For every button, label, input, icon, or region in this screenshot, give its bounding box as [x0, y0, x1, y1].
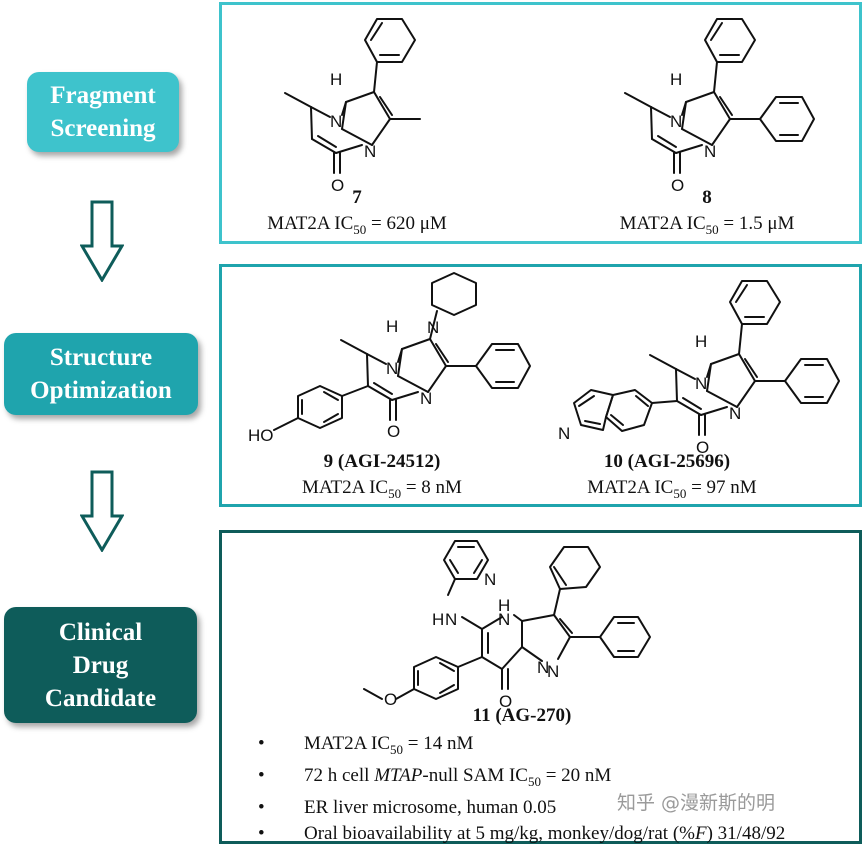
- flow-arrow-down-icon: [80, 200, 124, 282]
- structure-compound-11: N H N H N N N O O: [363, 540, 651, 711]
- compound-activity: MAT2A IC50 = 97 nM: [587, 477, 757, 501]
- stage-label-line: Optimization: [30, 377, 172, 404]
- list-item: ER liver microsome, human 0.05: [258, 795, 785, 821]
- atom-label: N: [670, 112, 682, 131]
- compound-activity: MAT2A IC50 = 1.5 μM: [619, 213, 795, 237]
- panel-clinical-candidate: N H N H N N N O O 11 (AG-270) MAT2A IC50…: [219, 530, 862, 847]
- atom-label: O: [499, 692, 512, 711]
- stage-label-line: Screening: [50, 115, 156, 142]
- structure-compound-7: H N N O: [284, 18, 421, 195]
- atom-label: H: [330, 70, 342, 89]
- atom-label: HO: [248, 426, 274, 445]
- atom-label: O: [696, 438, 709, 457]
- panel-structure-optimization: N H N N O HO 9 (AGI-24512) MAT2A IC50 = …: [219, 264, 862, 507]
- atom-label: N: [386, 359, 398, 378]
- atom-label: N: [330, 112, 342, 131]
- stage-label-line: Candidate: [44, 684, 157, 712]
- atom-label: N: [729, 404, 741, 423]
- structure-compound-8: H N N O: [624, 18, 815, 195]
- atom-label: N: [537, 658, 549, 677]
- stage-label-line: Structure: [49, 344, 153, 371]
- stage-label-line: Fragment: [50, 82, 156, 109]
- panel-fragment-screening: H N N O 7 MAT2A IC50 = 620 μM H N N O 8: [219, 2, 862, 244]
- atom-label: O: [387, 422, 400, 441]
- atom-label: N: [364, 142, 376, 161]
- compound-activity: MAT2A IC50 = 620 μM: [267, 213, 447, 237]
- atom-label: H: [670, 70, 682, 89]
- atom-label: N: [498, 610, 510, 629]
- compound-name: 8: [702, 187, 712, 208]
- list-item: Oral bioavailability at 5 mg/kg, monkey/…: [258, 821, 785, 847]
- atom-label: O: [384, 690, 397, 709]
- atom-label: O: [671, 176, 684, 195]
- atom-label: N: [695, 374, 707, 393]
- stage-label-line: Clinical: [58, 618, 143, 646]
- property-list: MAT2A IC50 = 14 nM 72 h cell MTAP-null S…: [258, 731, 785, 847]
- atom-label: N: [445, 610, 457, 629]
- atom-label: H: [432, 610, 444, 629]
- atom-label: N: [484, 570, 496, 589]
- atom-label: H: [695, 332, 707, 351]
- atom-label: N: [704, 142, 716, 161]
- compound-name: 9 (AGI-24512): [323, 451, 441, 472]
- atom-label: H: [386, 317, 398, 336]
- flow-arrow-down-icon: [80, 470, 124, 552]
- structure-compound-10: H N N O N: [558, 280, 840, 457]
- atom-label: N: [547, 662, 559, 681]
- atom-label: N: [558, 424, 570, 443]
- watermark: 知乎 @漫新斯的明: [617, 792, 776, 814]
- atom-label: H: [498, 596, 510, 615]
- list-item: MAT2A IC50 = 14 nM: [258, 731, 785, 763]
- stage-label-line: Drug: [72, 651, 129, 679]
- compound-name: 10 (AGI-25696): [603, 451, 731, 472]
- compound-name: 11 (AG-270): [472, 705, 572, 726]
- compound-name: 7: [352, 187, 362, 208]
- structure-compound-9: N H N N O HO: [248, 272, 531, 445]
- atom-label: N: [427, 318, 439, 337]
- atom-label: O: [331, 176, 344, 195]
- list-item: 72 h cell MTAP-null SAM IC50 = 20 nM: [258, 763, 785, 795]
- compound-activity: MAT2A IC50 = 8 nM: [302, 477, 462, 501]
- atom-label: N: [420, 389, 432, 408]
